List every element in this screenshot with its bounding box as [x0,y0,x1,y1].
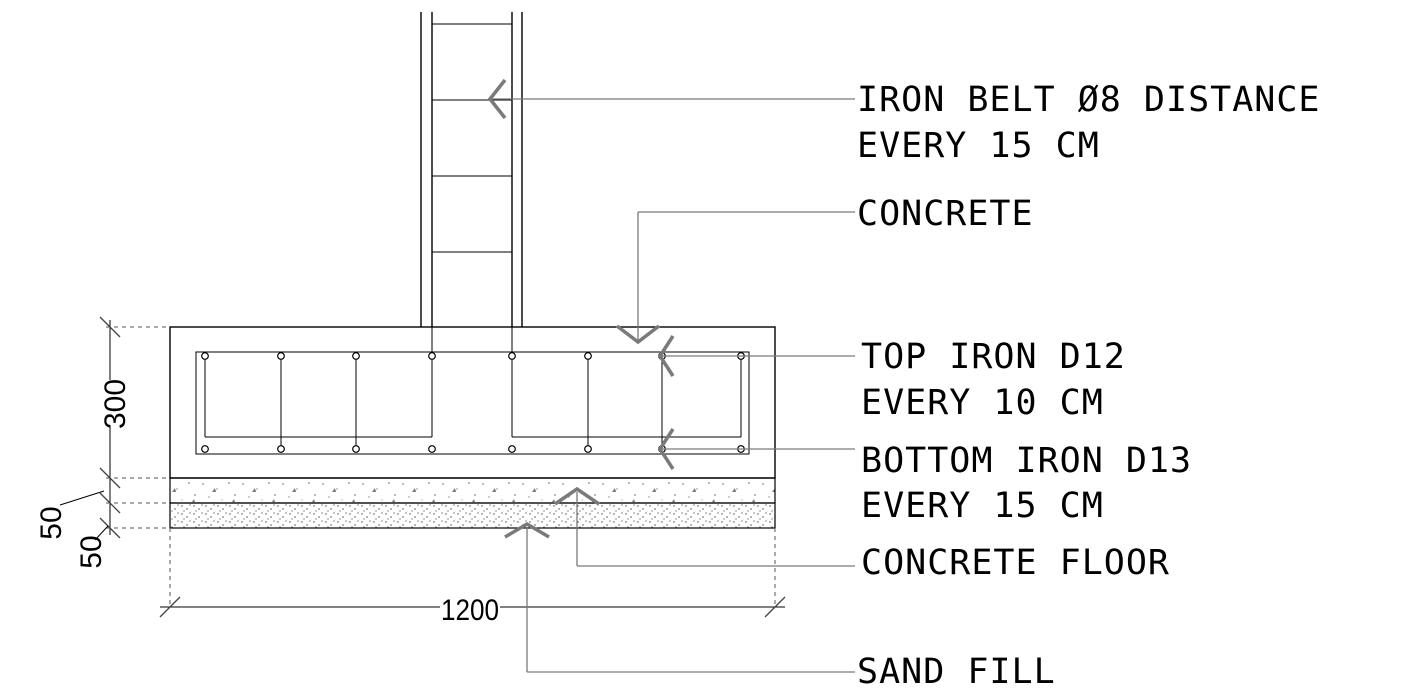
label-concrete-floor: CONCRETE FLOOR [861,543,1170,583]
dim-footing-height: 300 [99,379,132,429]
label-top-iron-line1: TOP IRON D12 [861,337,1126,377]
leader-concrete [615,211,855,345]
column-rebar [431,327,513,437]
leader-concrete-floor [554,486,855,567]
leader-bottom-iron [657,428,855,470]
column [420,12,523,327]
rebar-cage [195,351,750,455]
dim-footing-width: 1200 [441,594,499,627]
label-top-iron-line2: EVERY 10 CM [861,383,1104,423]
vertical-dimension [59,316,121,541]
dimension-extensions [106,326,776,607]
label-sand-fill: SAND FILL [857,652,1056,692]
concrete-floor-layer [169,477,776,504]
leader-top-iron [657,335,855,377]
horizontal-dimension [159,596,786,618]
leader-sand-fill [504,521,855,673]
label-concrete: CONCRETE [857,194,1034,234]
leader-iron-belt [487,78,855,120]
label-bottom-iron-line2: EVERY 15 CM [861,486,1104,526]
dim-fill-thickness: 50 [75,535,108,568]
label-iron-belt-line1: IRON BELT Ø8 DISTANCE [857,80,1321,120]
label-iron-belt-line2: EVERY 15 CM [857,126,1100,166]
dim-floor-thickness: 50 [35,506,68,539]
bottom-rebar-dots [201,445,745,453]
sand-fill-layer [169,502,776,529]
footing-concrete [169,326,776,479]
label-bottom-iron-line1: BOTTOM IRON D13 [861,441,1192,481]
